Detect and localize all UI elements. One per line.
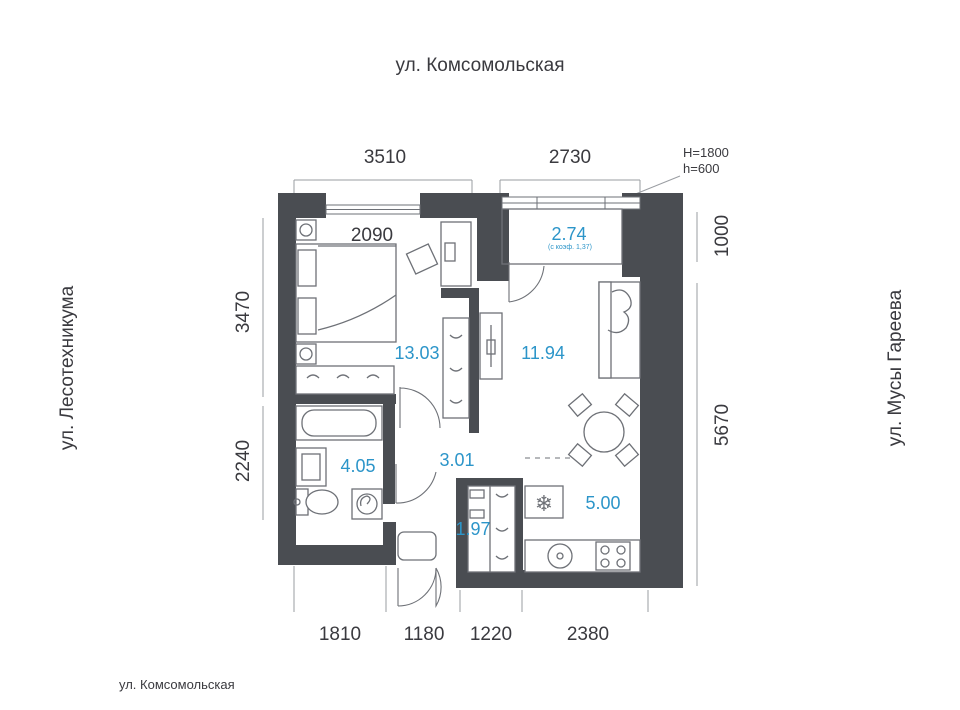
dim-right-upper: 1000 [712, 215, 733, 257]
sofa [598, 281, 641, 379]
snowflake-icon: ❄ [535, 491, 553, 516]
dim-right-lower: 5670 [712, 404, 733, 446]
area-bedroom: 13.03 [394, 343, 439, 363]
area-kitchen: 5.00 [585, 493, 620, 513]
nightstand-top [295, 219, 317, 241]
wardrobe-bedroom [295, 365, 395, 395]
area-hall: 3.01 [439, 450, 474, 470]
street-label-top: ул. Комсомольская [396, 55, 565, 76]
fridge: ❄ [524, 485, 564, 519]
area-bathroom: 4.05 [340, 456, 375, 476]
street-label-left: ул. Лесотехникума [57, 285, 78, 450]
shoe-cabinet [397, 531, 437, 561]
stove [595, 541, 631, 571]
toilet [293, 488, 339, 516]
bathtub [295, 405, 383, 441]
dim-top-right: 2730 [549, 147, 591, 168]
walls [278, 193, 683, 588]
dim-bottom-3: 1220 [470, 624, 512, 645]
area-living: 11.94 [521, 343, 565, 363]
dim-left-upper: 3470 [233, 291, 254, 333]
dim-top-left: 3510 [364, 147, 406, 168]
closet-shelves [467, 485, 516, 573]
dim-bottom-1: 1810 [319, 624, 361, 645]
desk [405, 221, 472, 287]
area-balcony: 2.74 [551, 224, 586, 244]
dining-table [567, 392, 640, 468]
tv-stand [479, 312, 503, 380]
wardrobe-hall [442, 317, 470, 419]
area-balcony-coef: (с коэф. 1,37) [548, 244, 592, 251]
washing-machine [351, 488, 383, 520]
dim-bedroom-wall: 2090 [351, 225, 393, 246]
nightstand-bottom [295, 343, 317, 365]
street-label-bottom: ул. Комсомольская [119, 677, 235, 692]
dim-left-lower: 2240 [233, 440, 254, 482]
dim-bottom-2: 1180 [404, 624, 445, 645]
street-label-right: ул. Мусы Гареева [885, 289, 906, 446]
area-closet: 1.97 [455, 519, 490, 539]
sink-bathroom [295, 447, 327, 487]
window-sill-note: h=600 [683, 161, 720, 176]
bed [295, 243, 397, 343]
window-height-note: H=1800 [683, 145, 729, 160]
dim-bottom-4: 2380 [567, 624, 609, 645]
